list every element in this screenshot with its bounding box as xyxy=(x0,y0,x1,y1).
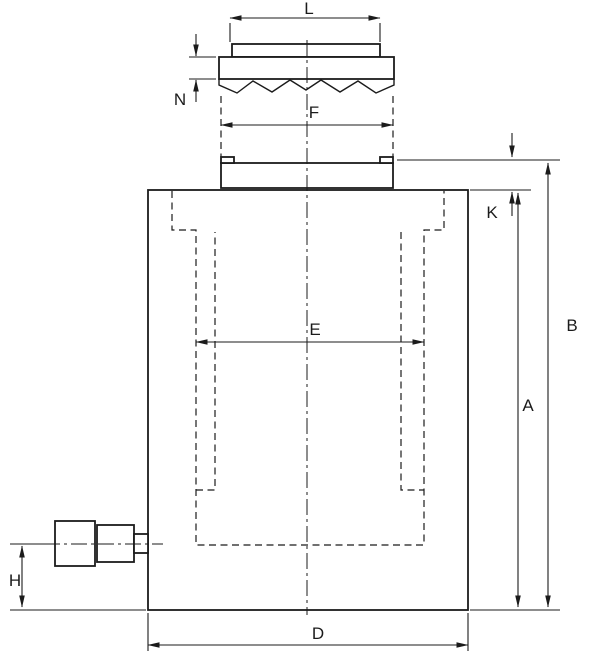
dim-label-L: L xyxy=(304,0,313,18)
dim-label-N: N xyxy=(174,90,186,109)
hidden-lines xyxy=(171,96,445,546)
saddle-projection-dashed xyxy=(220,96,394,157)
dim-label-A: A xyxy=(522,396,534,415)
solid-outlines xyxy=(54,43,469,611)
plunger-outline-dashed xyxy=(196,232,424,491)
dim-label-B: B xyxy=(566,316,577,335)
dim-label-H: H xyxy=(9,571,21,590)
dim-label-D: D xyxy=(312,624,324,643)
bore-outline-dashed xyxy=(171,191,445,546)
break-line-zigzag xyxy=(218,79,395,94)
collar-tab-left xyxy=(220,156,235,164)
collar-tab-right xyxy=(379,156,394,164)
centerlines xyxy=(44,40,308,615)
coupler-body xyxy=(54,520,96,567)
cylinder-body-outline xyxy=(147,189,469,611)
dim-label-K: K xyxy=(486,203,498,222)
dimension-lines xyxy=(10,15,560,651)
dimension-labels: L N F K B A E H D xyxy=(9,0,578,643)
dim-label-F: F xyxy=(309,103,319,122)
dim-label-E: E xyxy=(309,320,320,339)
dim-L-extension xyxy=(229,23,381,42)
dim-N-extension xyxy=(189,56,216,80)
saddle-top-plate xyxy=(231,43,381,58)
